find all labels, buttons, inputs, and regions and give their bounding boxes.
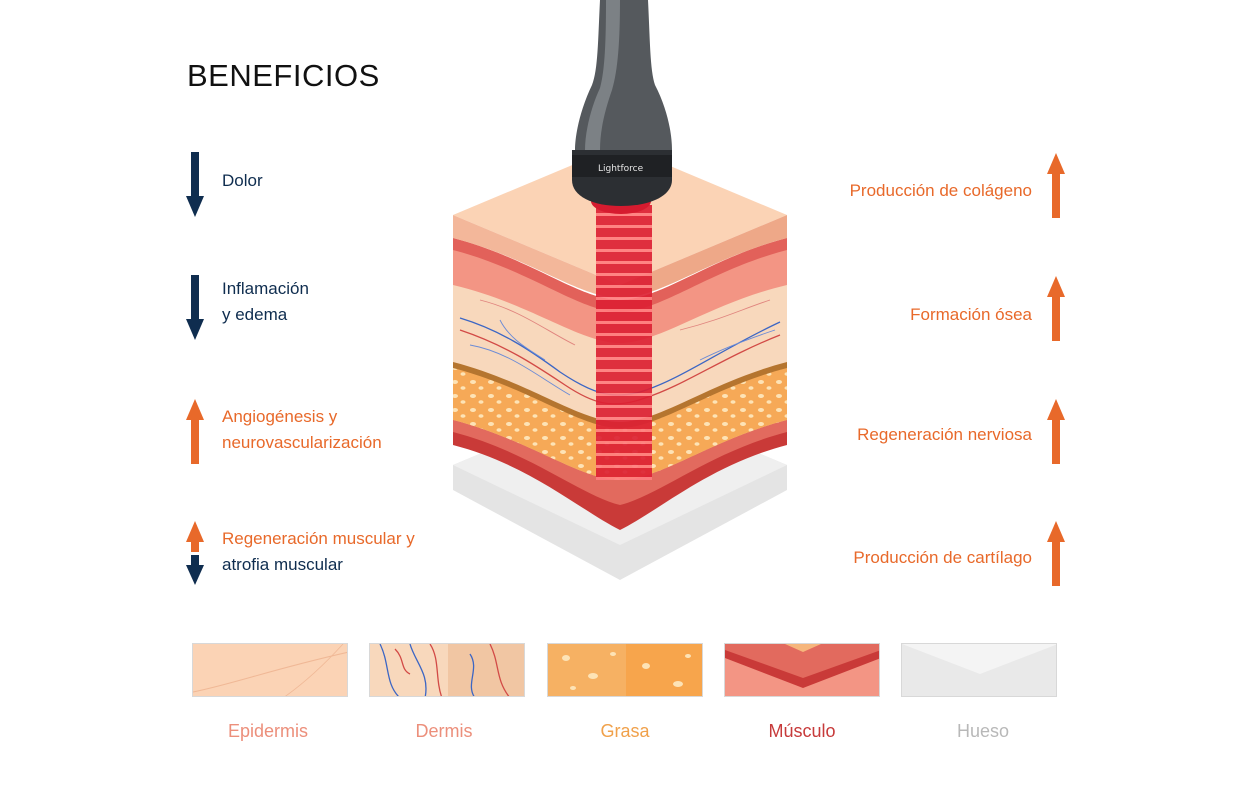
benefit-label: Inflamación: [222, 279, 309, 298]
arrow-up-icon: [1047, 153, 1065, 218]
benefit-label: atrofia muscular: [222, 555, 343, 574]
device-brand-label: Lightforce: [598, 164, 644, 174]
benefit-inflamacion: Inflamación y edema: [222, 276, 309, 328]
layer-label-hueso: Hueso: [956, 721, 1010, 741]
arrow-down-icon: [186, 152, 204, 217]
benefit-label: Angiogénesis y: [222, 407, 338, 426]
layer-label-musculo: Músculo: [768, 721, 836, 741]
page-title: BENEFICIOS: [187, 58, 380, 93]
benefit-label: Regeneración muscular y: [222, 529, 415, 548]
arrow-up-icon: [1047, 276, 1065, 341]
layer-label-epidermis: Epidermis: [227, 721, 309, 741]
benefit-label: Producción de cartílago: [853, 548, 1032, 567]
benefit-dolor: Dolor: [222, 168, 263, 194]
benefit-label: Regeneración nerviosa: [857, 425, 1032, 444]
layer-label-grasa: Grasa: [600, 721, 650, 741]
swatch-hueso: [901, 643, 1057, 697]
benefit-cartilago: Producción de cartílago: [853, 545, 1032, 571]
arrow-up-icon: [1047, 399, 1065, 464]
benefit-label: Dolor: [222, 171, 263, 190]
layer-label-dermis: Dermis: [415, 721, 473, 741]
swatch-grasa: [547, 643, 703, 697]
arrow-up-icon: [186, 399, 204, 464]
arrow-down-icon: [186, 275, 204, 340]
benefit-label: y edema: [222, 305, 288, 324]
benefit-label: Formación ósea: [910, 305, 1032, 324]
swatch-dermis: [369, 643, 525, 697]
benefit-label: neurovascularización: [222, 433, 382, 452]
lightforce-device: Lightforce: [572, 0, 672, 214]
benefit-regeneracion-nerviosa: Regeneración nerviosa: [857, 422, 1032, 448]
benefit-angiogenesis: Angiogénesis y neurovascularización: [222, 404, 382, 456]
benefit-label: Producción de colágeno: [849, 181, 1032, 200]
benefit-colageno: Producción de colágeno: [850, 178, 1032, 204]
swatch-epidermis: [192, 643, 348, 697]
laser-beam: [596, 205, 652, 480]
benefit-regeneracion-muscular: Regeneración muscular y atrofia muscular: [222, 526, 415, 578]
swatch-musculo: [724, 643, 880, 697]
benefit-formacion-osea: Formación ósea: [910, 302, 1032, 328]
arrow-up-down-icon: [186, 521, 204, 585]
arrow-up-icon: [1047, 521, 1065, 586]
skin-layers-diagram: Lightforce: [453, 0, 787, 580]
muscle-layer: [453, 420, 787, 530]
